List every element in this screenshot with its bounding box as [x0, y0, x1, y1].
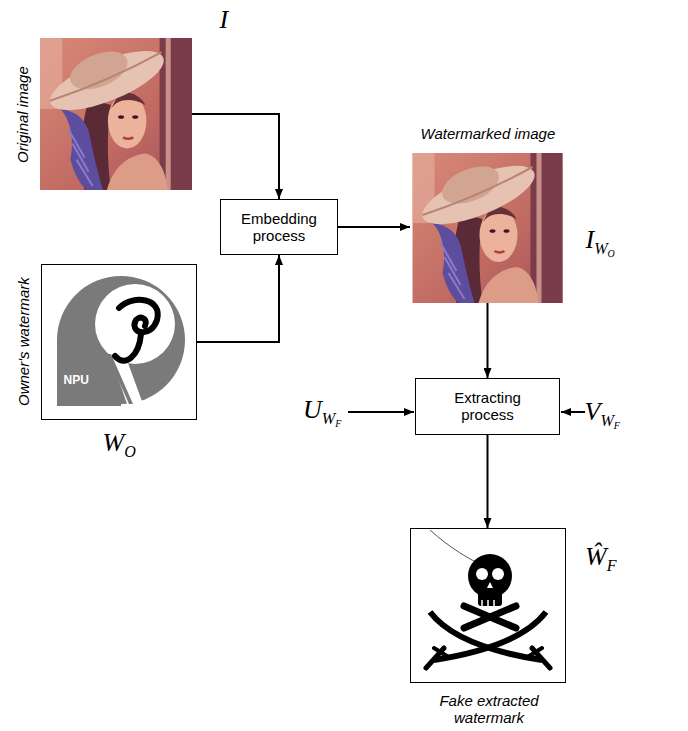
symbol-label: WO — [103, 428, 136, 458]
caption: Fake extracted watermark — [419, 692, 559, 727]
subscript: WO — [594, 240, 615, 257]
subscript: F — [614, 420, 620, 431]
watermark-box: Owner's watermarkWO — [41, 264, 197, 420]
key-arrow — [561, 411, 585, 413]
subscript: F — [607, 557, 617, 574]
skull-watermark — [426, 530, 550, 668]
flow-arrow — [338, 226, 410, 228]
logo-text: NPU — [64, 374, 89, 388]
subscript: F — [335, 418, 341, 429]
symbol-label: IWO — [586, 225, 615, 255]
key-arrow — [348, 411, 414, 413]
caption: Watermarked image — [421, 125, 556, 142]
flow-arrow — [192, 114, 279, 199]
watermarked-image — [413, 153, 563, 303]
process-label: Embedding process — [227, 210, 331, 245]
flow-arrow — [197, 255, 279, 342]
caption: Original image — [13, 66, 30, 163]
process-label: Extracting process — [428, 389, 548, 424]
image-node: IOriginal image — [40, 38, 192, 190]
symbol-label: ŴF — [585, 542, 617, 572]
subscript: O — [124, 443, 136, 460]
subscript: WF — [600, 412, 620, 429]
key-symbol: VWF — [585, 397, 620, 427]
flow-arrow — [487, 435, 489, 528]
process-box: Embedding process — [220, 199, 338, 255]
watermark-box: ŴFFake extracted watermark — [410, 528, 566, 683]
original-image — [40, 38, 192, 190]
flow-arrow — [487, 303, 489, 378]
watermark-logo — [57, 276, 185, 406]
key-symbol: UWF — [303, 395, 341, 425]
process-box: Extracting process — [415, 378, 560, 435]
caption: Owner's watermark — [14, 277, 31, 406]
symbol-label: I — [220, 5, 229, 35]
subscript: WF — [322, 410, 342, 427]
subscript: O — [608, 248, 615, 259]
image-node: Watermarked imageIWO — [410, 153, 565, 303]
